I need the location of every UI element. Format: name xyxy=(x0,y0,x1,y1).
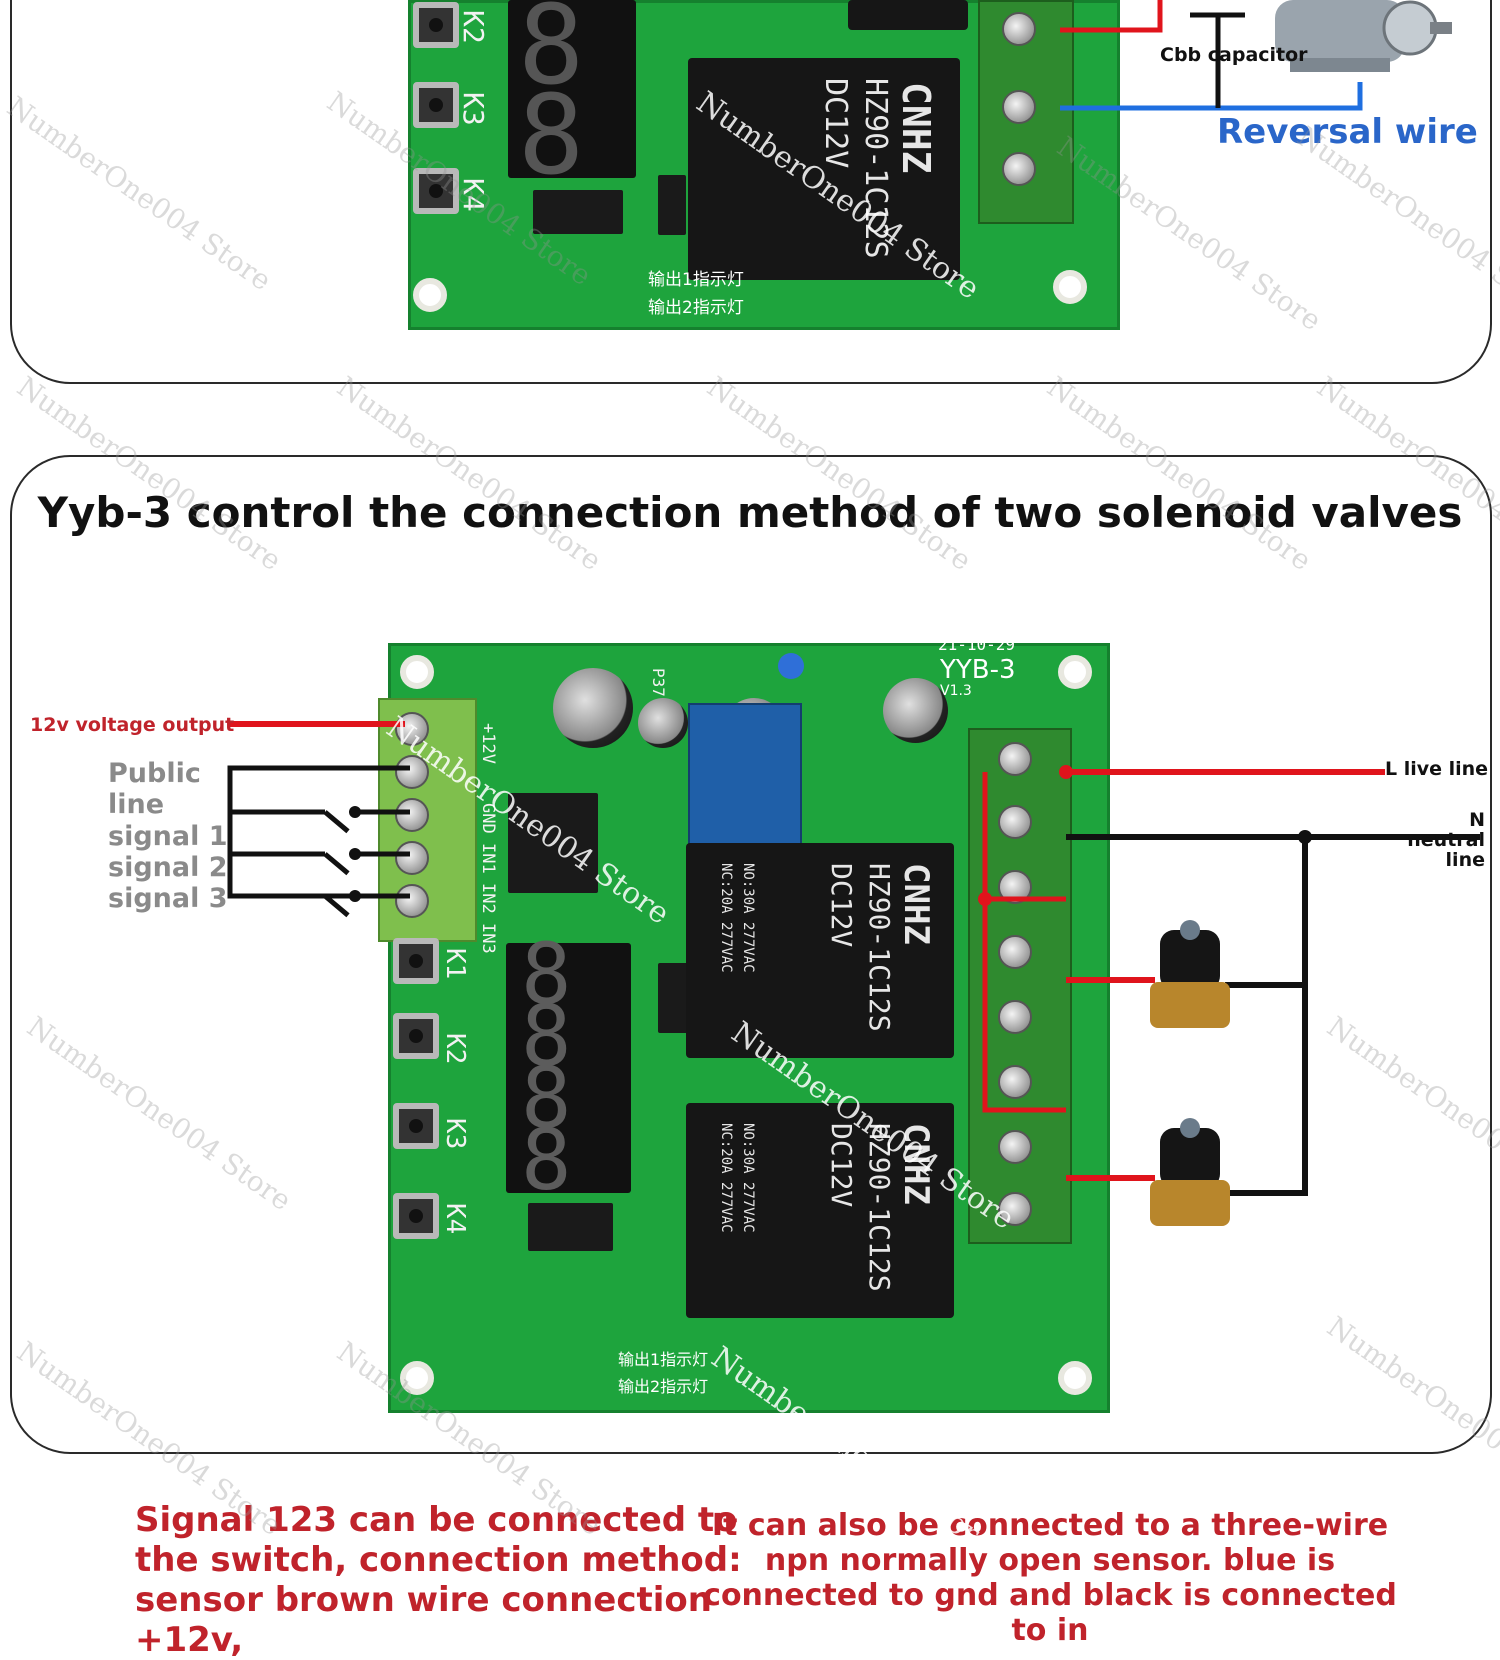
transistor xyxy=(658,175,686,235)
key-button xyxy=(393,1193,439,1239)
relay xyxy=(848,0,968,30)
screw-terminal xyxy=(998,1130,1032,1164)
note-switch-connection: Signal 123 can be connected to the switc… xyxy=(135,1500,742,1660)
switch-lever xyxy=(323,852,350,876)
led-label: 输出1指示灯 xyxy=(618,1350,709,1369)
relay: CNHZ HZ90-1C12S DC12V xyxy=(688,58,960,280)
display-digits: 8 xyxy=(518,71,585,199)
screw-terminal xyxy=(1002,90,1036,124)
led-label: 输出2指示灯 xyxy=(618,1377,709,1396)
board-version: V1.3 xyxy=(940,683,972,699)
key-button xyxy=(393,1013,439,1059)
red-wire xyxy=(1060,0,1163,33)
screw-terminal xyxy=(998,742,1032,776)
relay-1: CNHZ HZ90-1C12S DC12V NO:30A 277VAC NC:2… xyxy=(686,843,954,1058)
driver-chip xyxy=(528,1203,613,1251)
board-model: YYB-3 xyxy=(940,655,1016,685)
capacitor-label: Cbb capacitor xyxy=(1160,44,1308,66)
screw-terminal xyxy=(998,1000,1032,1034)
led-label: 输出2指示灯 xyxy=(648,298,744,318)
output-terminal-block xyxy=(978,0,1074,224)
solenoid-valve-1-icon xyxy=(1150,920,1230,1028)
top-control-board: K2 K3 K4 8 8 CNHZ HZ90-1C12S DC12V 输出1指示… xyxy=(408,0,1120,330)
screw-terminal xyxy=(395,712,429,746)
mount-hole xyxy=(413,278,447,312)
public-line-label: Public line xyxy=(108,758,201,820)
mount-hole xyxy=(1058,655,1092,689)
driver-chip xyxy=(533,190,623,234)
key-button xyxy=(393,1103,439,1149)
switch-lever xyxy=(323,810,350,834)
solenoid-valve-2-icon xyxy=(1150,1118,1230,1226)
screw-terminal xyxy=(395,755,429,789)
mount-hole xyxy=(400,1361,434,1395)
relay-2: CNHZ HZ90-1C12S DC12V NO:30A 277VAC NC:2… xyxy=(686,1103,954,1318)
section-title: Yyb-3 control the connection method of t… xyxy=(37,488,1463,537)
screw-terminal xyxy=(1002,152,1036,186)
ceramic-capacitor xyxy=(778,653,804,679)
screw-terminal xyxy=(998,805,1032,839)
motor-icon xyxy=(1275,0,1452,72)
key-button xyxy=(413,2,459,48)
mount-hole xyxy=(400,655,434,689)
mount-hole xyxy=(1058,1361,1092,1395)
switch-lever xyxy=(323,894,350,918)
key-button xyxy=(393,938,439,984)
output-terminal-block xyxy=(968,728,1072,1244)
neutral-line-label: N neutral line xyxy=(1407,809,1485,871)
top-wiring xyxy=(1060,0,1452,111)
screw-terminal xyxy=(998,935,1032,969)
date-code: 21-10-29 xyxy=(938,635,1016,654)
public-wire xyxy=(227,765,410,899)
led-label: 输出1指示灯 xyxy=(648,270,744,290)
electrolytic-capacitor xyxy=(883,678,948,743)
voltage-output-label: 12v voltage output xyxy=(30,714,235,736)
reversal-wire-label: Reversal wire xyxy=(1217,112,1478,152)
display-digits: 8 xyxy=(518,0,585,109)
signal-2-label: signal 2 xyxy=(108,852,228,883)
electrolytic-capacitor xyxy=(553,668,633,748)
signal-3-label: signal 3 xyxy=(108,883,228,914)
mount-hole xyxy=(1053,270,1087,304)
live-line-label: L live line xyxy=(1385,758,1489,780)
key-button xyxy=(413,82,459,128)
electrolytic-capacitor xyxy=(638,698,688,748)
bottom-wiring xyxy=(227,721,1480,1226)
screw-terminal xyxy=(395,798,429,832)
screw-terminal xyxy=(1002,12,1036,46)
screw-terminal xyxy=(395,884,429,918)
blue-wire xyxy=(1060,82,1363,111)
screw-terminal xyxy=(998,1065,1032,1099)
logic-chip xyxy=(508,793,598,893)
key-button xyxy=(413,168,459,214)
note-npn-sensor: It can also be connected to a three-wire… xyxy=(703,1508,1397,1648)
screw-terminal xyxy=(998,1192,1032,1226)
input-terminal-block xyxy=(378,698,477,942)
screw-terminal xyxy=(395,841,429,875)
yyb3-control-board: +12V GND IN1 IN2 IN3 P37 21-10-29 YYB-3 … xyxy=(378,635,1110,1413)
live-bridge-wire xyxy=(982,772,1066,1113)
seven-segment-display: 8 8 xyxy=(508,0,636,190)
neutral-wire xyxy=(1225,837,1308,1196)
signal-1-label: signal 1 xyxy=(108,821,228,852)
